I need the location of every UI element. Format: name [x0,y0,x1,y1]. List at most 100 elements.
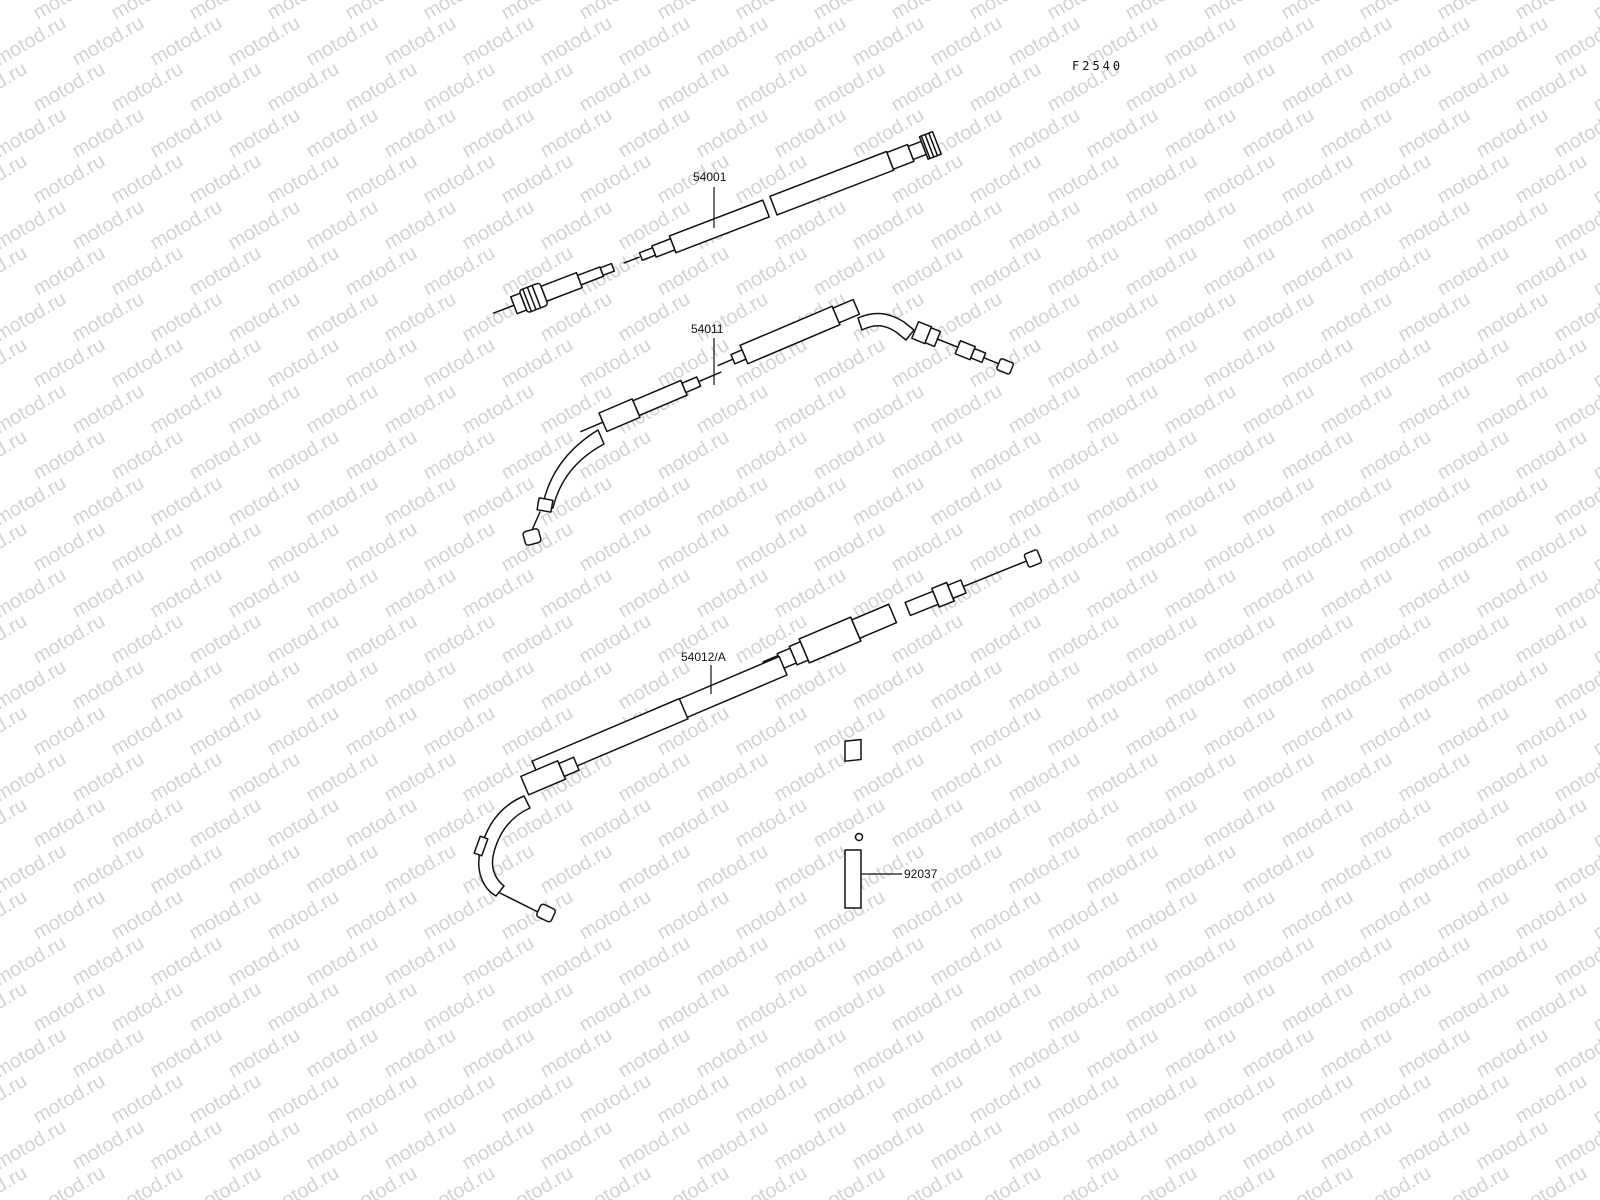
watermark-text: motod.ru [1161,288,1240,347]
watermark-text: motod.ru [615,104,694,163]
watermark-text: motod.ru [1395,840,1474,899]
watermark-text: motod.ru [1122,1070,1201,1129]
watermark-text: motod.ru [1122,58,1201,117]
part-number-54012a: 54012/A [681,650,726,664]
watermark-text: motod.ru [0,932,70,991]
watermark-text: motod.ru [30,702,109,761]
clutch-cable[interactable]: 54011 [522,298,1015,546]
watermark-text: motod.ru [654,518,733,577]
watermark-text: motod.ru [1590,1070,1600,1129]
watermark-text: motod.ru [420,334,499,393]
watermark-text: motod.ru [576,886,655,945]
watermark-text: motod.ru [1239,472,1318,531]
watermark-text: motod.ru [1161,748,1240,807]
watermark-text: motod.ru [186,702,265,761]
watermark-text: motod.ru [1512,886,1591,945]
watermark-text: motod.ru [1434,978,1513,1037]
watermark-text: motod.ru [186,1070,265,1129]
watermark-text: motod.ru [459,12,538,71]
watermark-text: motod.ru [537,840,616,899]
watermark-text: motod.ru [1317,196,1396,255]
watermark-text: motod.ru [1122,242,1201,301]
watermark-text: motod.ru [1005,564,1084,623]
watermark-text: motod.ru [342,426,421,485]
watermark-text: motod.ru [1512,426,1591,485]
watermark-text: motod.ru [1200,426,1279,485]
watermark-text: motod.ru [693,1024,772,1083]
watermark-text: motod.ru [693,840,772,899]
watermark-text: motod.ru [1083,564,1162,623]
watermark-text: motod.ru [303,288,382,347]
watermark-text: motod.ru [459,472,538,531]
watermark-text: motod.ru [849,1024,928,1083]
watermark-text: motod.ru [0,380,70,439]
watermark-text: motod.ru [303,932,382,991]
watermark-text: motod.ru [186,334,265,393]
watermark-text: motod.ru [966,1070,1045,1129]
speedometer-cable[interactable]: 54001 [489,130,942,325]
watermark-text: motod.ru [420,0,499,24]
watermark-text: motod.ru [108,242,187,301]
watermark-text: motod.ru [69,1024,148,1083]
watermark-text: motod.ru [1278,1070,1357,1129]
watermark-text: motod.ru [303,1024,382,1083]
watermark-text: motod.ru [69,748,148,807]
watermark-text: motod.ru [888,794,967,853]
watermark-text: motod.ru [69,564,148,623]
watermark-text: motod.ru [108,0,187,24]
watermark-text: motod.ru [888,610,967,669]
watermark-text: motod.ru [1590,0,1600,24]
watermark-text: motod.ru [1512,794,1591,853]
watermark-text: motod.ru [1200,610,1279,669]
cable-band[interactable]: 92037 [844,738,938,909]
watermark-text: motod.ru [1200,978,1279,1037]
watermark-text: motod.ru [1356,886,1435,945]
watermark-text: motod.ru [693,748,772,807]
watermark-text: motod.ru [420,1162,499,1200]
watermark-text: motod.ru [0,702,31,761]
watermark-text: motod.ru [459,1024,538,1083]
watermark-text: motod.ru [1590,242,1600,301]
watermark-text: motod.ru [1278,242,1357,301]
watermark-text: motod.ru [1122,978,1201,1037]
watermark-text: motod.ru [1122,610,1201,669]
watermark-text: motod.ru [888,886,967,945]
watermark-text: motod.ru [693,564,772,623]
watermark-text: motod.ru [225,932,304,991]
watermark-text: motod.ru [693,932,772,991]
watermark-text: motod.ru [966,242,1045,301]
watermark-text: motod.ru [1005,748,1084,807]
watermark-text: motod.ru [1434,702,1513,761]
watermark-text: motod.ru [147,840,226,899]
watermark-text: motod.ru [225,472,304,531]
watermark-text: motod.ru [1317,1116,1396,1175]
watermark-text: motod.ru [1356,702,1435,761]
watermark-text: motod.ru [1317,748,1396,807]
watermark-text: motod.ru [1161,12,1240,71]
watermark-text: motod.ru [420,702,499,761]
watermark-text: motod.ru [888,0,967,24]
watermark-text: motod.ru [1161,380,1240,439]
watermark-text: motod.ru [1239,288,1318,347]
watermark-text: motod.ru [420,978,499,1037]
watermark-text: motod.ru [888,242,967,301]
watermark-text: motod.ru [30,58,109,117]
watermark-text: motod.ru [1005,472,1084,531]
watermark-text: motod.ru [1278,978,1357,1037]
watermark-text: motod.ru [810,334,889,393]
watermark-text: motod.ru [849,656,928,715]
watermark-text: motod.ru [654,0,733,24]
throttle-cable[interactable]: 54012/A [473,547,1043,923]
watermark-text: motod.ru [264,242,343,301]
watermark-text: motod.ru [420,886,499,945]
watermark-text: motod.ru [1434,0,1513,24]
watermark-text: motod.ru [1083,196,1162,255]
part-number-54001: 54001 [693,170,727,184]
watermark-text: motod.ru [1356,334,1435,393]
watermark-text: motod.ru [225,564,304,623]
watermark-text: motod.ru [810,1070,889,1129]
watermark-text: motod.ru [69,196,148,255]
watermark-text: motod.ru [1356,0,1435,24]
watermark-text: motod.ru [459,932,538,991]
